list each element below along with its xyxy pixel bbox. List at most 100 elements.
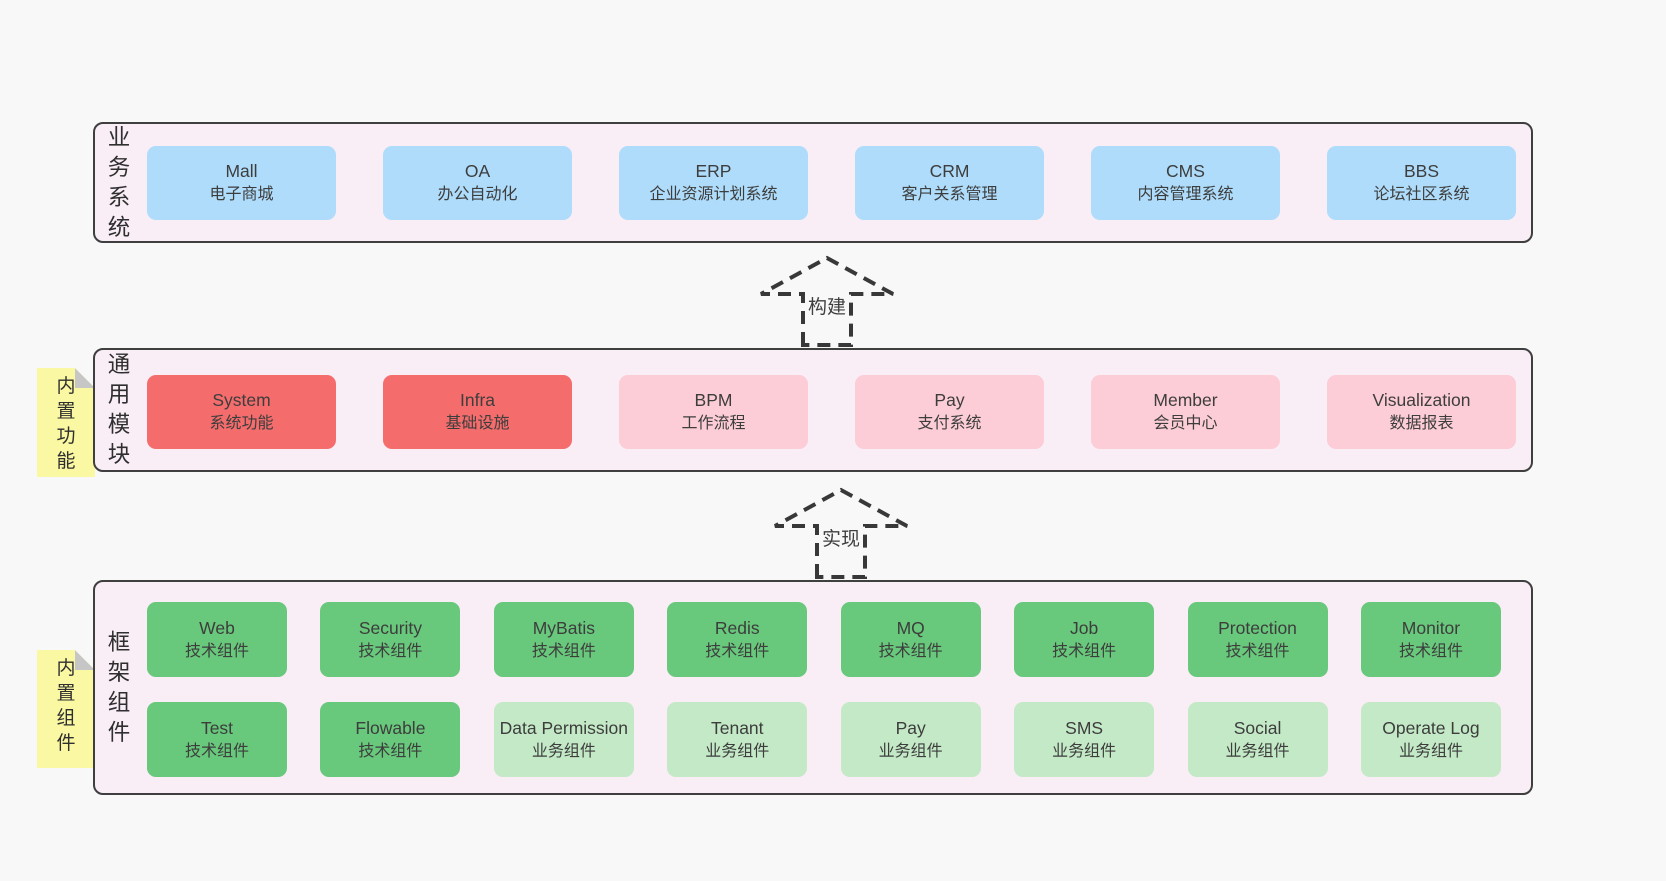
- box-subtitle: 技术组件: [358, 642, 423, 660]
- box-operate-log: Operate Log 业务组件: [1360, 702, 1501, 777]
- box-title: SMS: [1065, 717, 1104, 738]
- arrow-label: 实现: [818, 523, 864, 552]
- box-subtitle: 业务组件: [878, 742, 943, 760]
- box-mall: Mall 电子商城: [147, 146, 336, 220]
- box-mybatis: MyBatis 技术组件: [493, 602, 634, 677]
- box-title: Operate Log: [1382, 717, 1480, 738]
- box-subtitle: 技术组件: [184, 642, 249, 660]
- box-subtitle: 工作流程: [681, 415, 746, 432]
- arrow-implement: 实现: [766, 487, 916, 579]
- band-label: 业务系统: [107, 124, 131, 240]
- up-arrow-icon: [774, 487, 908, 579]
- box-subtitle: 业务组件: [1225, 742, 1290, 760]
- box-subtitle: 技术组件: [1052, 642, 1117, 660]
- box-title: MQ: [896, 617, 925, 638]
- box-job: Job 技术组件: [1014, 602, 1155, 677]
- box-web: Web 技术组件: [147, 602, 287, 677]
- box-title: Security: [358, 617, 423, 638]
- folded-corner-icon: [75, 368, 95, 388]
- box-data-permission: Data Permission 业务组件: [493, 702, 634, 777]
- box-mq: MQ 技术组件: [840, 602, 981, 677]
- box-pay: Pay 业务组件: [840, 702, 981, 777]
- box-title: System: [212, 390, 271, 410]
- box-subtitle: 企业资源计划系统: [649, 186, 778, 203]
- box-subtitle: 技术组件: [184, 742, 249, 760]
- box-subtitle: 系统功能: [209, 415, 274, 432]
- box-subtitle: 基础设施: [445, 415, 510, 432]
- box-subtitle: 技术组件: [531, 642, 596, 660]
- band-label: 框架组件: [107, 629, 131, 745]
- box-subtitle: 电子商城: [209, 186, 274, 203]
- sticky-note-text: 内置功能: [56, 376, 76, 472]
- box-erp: ERP 企业资源计划系统: [619, 146, 808, 220]
- box-title: MyBatis: [532, 617, 595, 638]
- box-title: Pay: [895, 717, 926, 738]
- box-security: Security 技术组件: [320, 602, 461, 677]
- box-title: Web: [199, 617, 235, 638]
- box-subtitle: 技术组件: [1225, 642, 1290, 660]
- box-flowable: Flowable 技术组件: [320, 702, 461, 777]
- box-infra: Infra 基础设施: [383, 375, 572, 449]
- box-subtitle: 业务组件: [1398, 742, 1463, 760]
- box-title: Redis: [714, 617, 760, 638]
- box-subtitle: 客户关系管理: [901, 186, 998, 203]
- box-test: Test 技术组件: [147, 702, 287, 777]
- box-title: Infra: [459, 390, 496, 410]
- box-tenant: Tenant 业务组件: [667, 702, 808, 777]
- box-system: System 系统功能: [147, 375, 336, 449]
- box-title: BBS: [1403, 161, 1440, 181]
- folded-corner-icon: [75, 650, 95, 670]
- box-subtitle: 技术组件: [878, 642, 943, 660]
- box-title: Social: [1233, 717, 1282, 738]
- box-title: CMS: [1166, 161, 1205, 181]
- box-title: CRM: [929, 161, 970, 181]
- box-title: Tenant: [710, 717, 764, 738]
- box-title: Visualization: [1372, 390, 1471, 410]
- sticky-note-builtin-components: 内置组件: [37, 650, 95, 768]
- box-title: Flowable: [355, 717, 426, 738]
- arrow-build: 构建: [752, 255, 902, 347]
- box-subtitle: 会员中心: [1153, 415, 1218, 432]
- box-title: ERP: [695, 161, 732, 181]
- box-title: Protection: [1218, 617, 1297, 638]
- box-title: Data Permission: [499, 717, 629, 738]
- band-label: 通用模块: [107, 352, 131, 467]
- box-title: BPM: [694, 390, 733, 410]
- box-monitor: Monitor 技术组件: [1360, 602, 1501, 677]
- box-protection: Protection 技术组件: [1187, 602, 1328, 677]
- box-subtitle: 技术组件: [358, 742, 423, 760]
- box-subtitle: 支付系统: [917, 415, 982, 432]
- box-bpm: BPM 工作流程: [619, 375, 808, 449]
- box-title: Monitor: [1401, 617, 1461, 638]
- box-subtitle: 内容管理系统: [1137, 186, 1234, 203]
- box-title: Mall: [225, 161, 258, 181]
- up-arrow-icon: [760, 255, 894, 347]
- box-subtitle: 办公自动化: [437, 186, 518, 203]
- box-title: Test: [200, 717, 234, 738]
- box-subtitle: 技术组件: [1398, 642, 1463, 660]
- box-redis: Redis 技术组件: [667, 602, 808, 677]
- box-subtitle: 技术组件: [705, 642, 770, 660]
- box-title: Job: [1070, 617, 1099, 638]
- arrow-label: 构建: [804, 291, 850, 320]
- sticky-note-text: 内置组件: [56, 658, 76, 754]
- box-cms: CMS 内容管理系统: [1091, 146, 1280, 220]
- box-social: Social 业务组件: [1187, 702, 1328, 777]
- box-subtitle: 业务组件: [531, 742, 596, 760]
- box-subtitle: 业务组件: [705, 742, 770, 760]
- box-crm: CRM 客户关系管理: [855, 146, 1044, 220]
